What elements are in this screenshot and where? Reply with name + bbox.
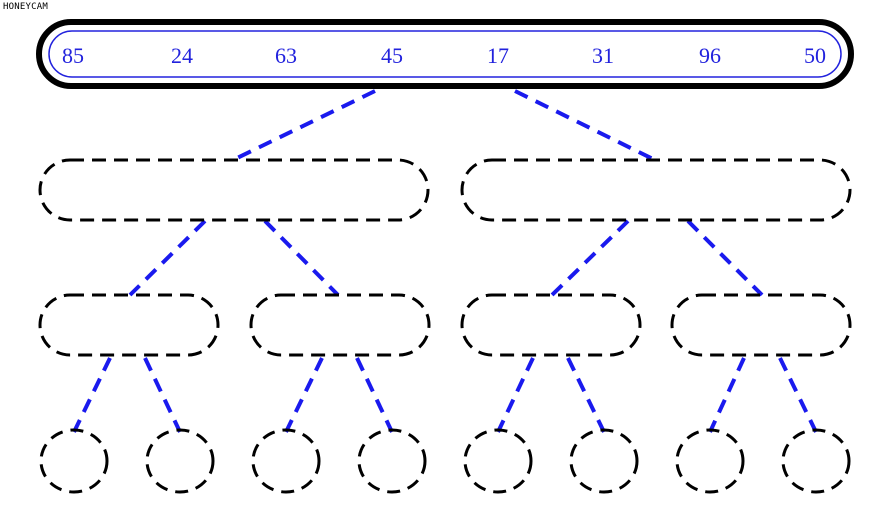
level2-node-4: [670, 293, 852, 357]
array-value-2: 24: [171, 43, 193, 68]
connector-line-10: [355, 357, 394, 433]
root-array-values: 85 24 63 45 17 31 96 50: [62, 43, 826, 68]
connector-line-11: [496, 357, 535, 433]
array-value-5: 17: [487, 43, 509, 68]
array-value-4: 45: [381, 43, 403, 68]
level2-node-1: [38, 293, 220, 357]
level2-node-3: [460, 293, 642, 357]
connector-line-9: [284, 357, 324, 433]
leaf-node-5: [463, 428, 533, 494]
leaf-node-2: [145, 428, 215, 494]
connector-line-2: [514, 89, 656, 162]
connector-line-1: [232, 89, 376, 162]
root-array-inner-border: [48, 30, 842, 78]
root-array-outer-border: [36, 19, 854, 89]
array-value-1: 85: [62, 43, 84, 68]
array-value-6: 31: [592, 43, 614, 68]
array-value-3: 63: [275, 43, 297, 68]
level2-node-2: [249, 293, 431, 357]
level1-left-node: [38, 158, 430, 222]
connector-line-13: [708, 357, 746, 433]
leaf-node-8: [781, 428, 851, 494]
connector-line-8: [143, 357, 182, 433]
watermark-logo: HONEYCAM: [2, 1, 49, 13]
level1-right-node: [460, 158, 852, 222]
leaf-node-1: [39, 428, 109, 494]
connector-line-5: [550, 219, 630, 297]
array-value-7: 96: [699, 43, 721, 68]
array-value-8: 50: [804, 43, 826, 68]
connector-line-12: [566, 357, 606, 433]
leaf-node-7: [675, 428, 745, 494]
leaf-node-3: [251, 428, 321, 494]
leaf-node-4: [357, 428, 427, 494]
connector-line-6: [686, 219, 764, 297]
connector-line-14: [778, 357, 818, 433]
connector-line-7: [72, 357, 112, 433]
connector-line-4: [263, 219, 340, 297]
connector-group: [72, 89, 818, 433]
leaf-node-6: [569, 428, 639, 494]
connector-line-3: [128, 219, 207, 297]
node-group: [36, 19, 854, 494]
